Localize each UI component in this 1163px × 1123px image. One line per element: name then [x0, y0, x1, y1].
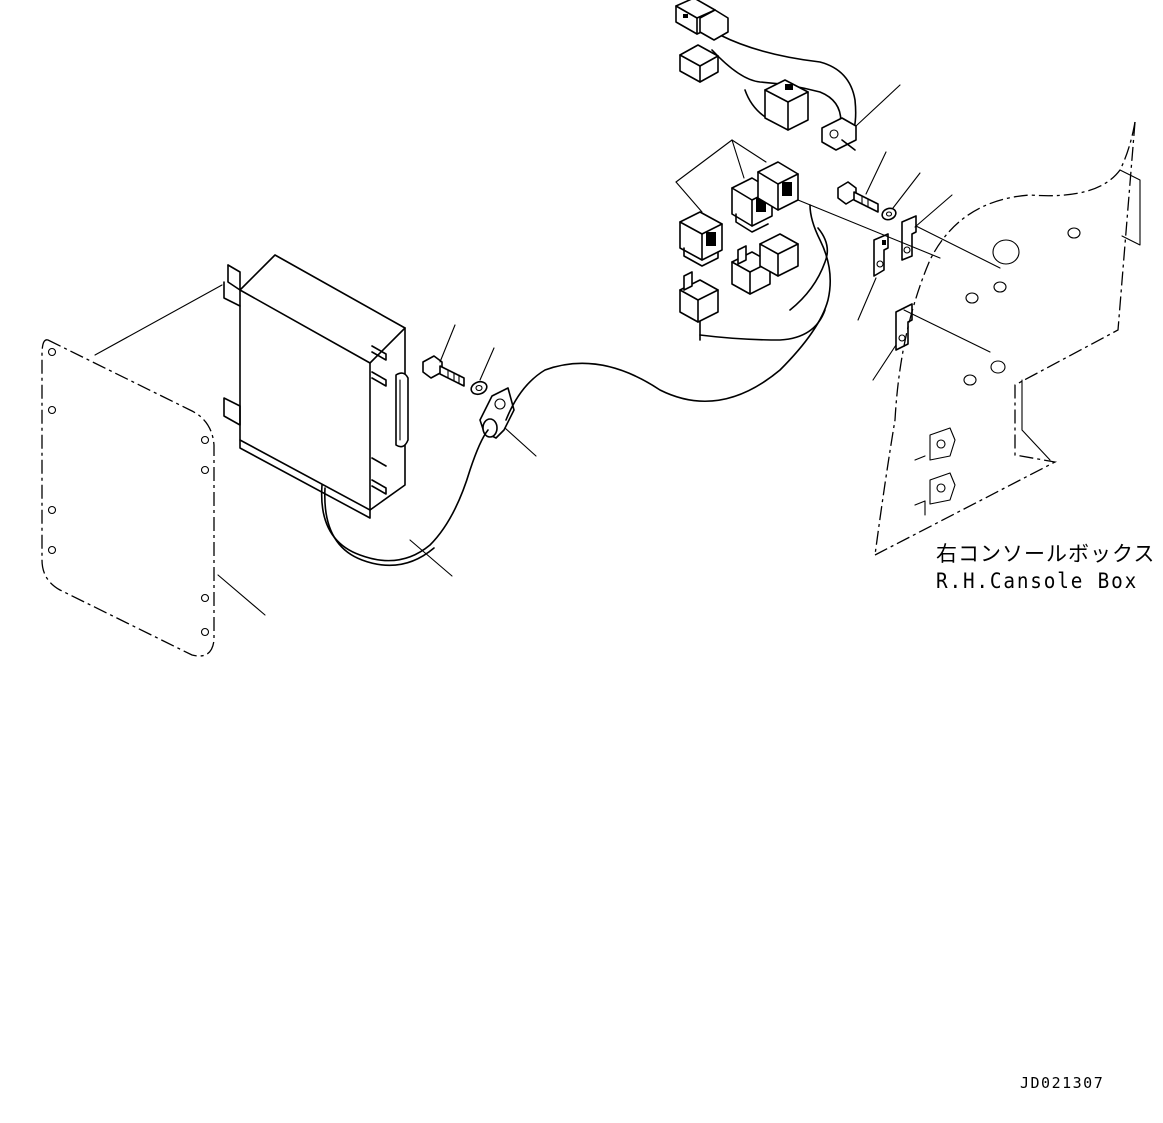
relay-3: [757, 161, 799, 211]
relay-socket-3: [759, 233, 799, 277]
connector-top-1: [675, 0, 729, 41]
cover-plate-phantom: [41, 339, 215, 657]
relay-small-top: [764, 79, 809, 131]
clamp-top: [821, 117, 857, 151]
washer-right: [881, 207, 897, 221]
bracket-2: [901, 215, 917, 261]
connector-top-2: [679, 44, 719, 83]
relay-1: [679, 211, 723, 267]
drawing-number: JD021307: [1020, 1074, 1105, 1092]
controller-unit: [223, 254, 409, 519]
washer-left: [470, 380, 488, 396]
bolt-right: [837, 181, 879, 213]
relay-socket-1: [679, 271, 719, 323]
console-box-phantom: [874, 121, 1141, 556]
bracket-1: [873, 233, 889, 277]
console-box-label-japanese: 右コンソールボックス: [936, 542, 1156, 566]
projection-lines: [94, 284, 266, 616]
bolt-left: [422, 355, 465, 387]
console-box-label-english: R.H.Cansole Box: [936, 569, 1139, 593]
leader-lines: [409, 84, 1001, 577]
